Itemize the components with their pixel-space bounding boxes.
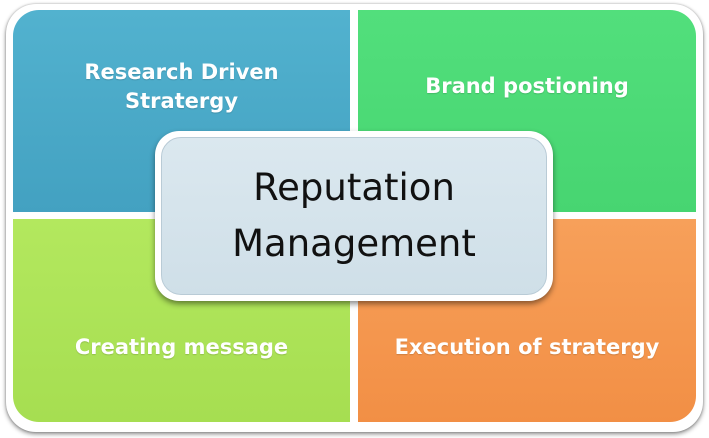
quadrant-label: Research Driven Stratergy	[84, 58, 278, 116]
quadrant-label: Creating message	[74, 335, 289, 359]
center-box-inner: Reputation Management	[161, 137, 547, 295]
quadrant-label-line-2: Stratergy	[124, 89, 239, 113]
quadrant-label-line-1: Research Driven	[84, 60, 279, 84]
quadrant-label: Execution of stratergy	[394, 335, 660, 359]
quadrant-label: Brand postioning	[425, 74, 629, 98]
center-box: Reputation Management	[155, 131, 553, 301]
center-title-line-2: Management	[232, 222, 476, 265]
center-title-line-1: Reputation	[253, 166, 455, 209]
